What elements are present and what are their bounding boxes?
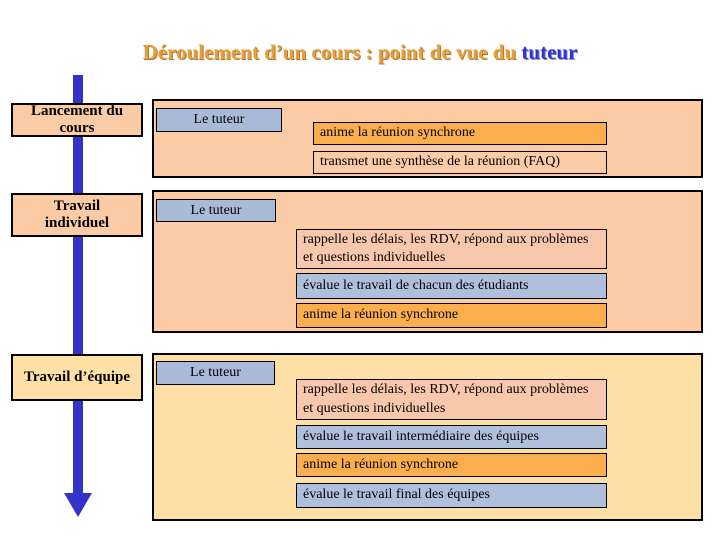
- timeline-arrow-head-icon: [64, 493, 92, 517]
- action-box-anime-reunion-2: anime la réunion synchrone: [296, 303, 607, 328]
- actor-label: Le tuteur: [190, 202, 242, 218]
- action-box-anime-reunion-1: anime la réunion synchrone: [313, 122, 607, 145]
- slide-title-highlight: tuteur: [521, 40, 578, 64]
- action-label: transmet une synthèse de la réunion (FAQ…: [320, 154, 561, 170]
- action-label: anime la réunion synchrone: [320, 125, 476, 141]
- slide-title-main: Déroulement d’un cours : point de vue du: [142, 40, 517, 64]
- action-label: rappelle les délais, les RDV, répond aux…: [303, 231, 589, 265]
- actor-label: Le tuteur: [190, 365, 241, 380]
- action-label: évalue le travail intermédiaire des équi…: [303, 428, 539, 444]
- actor-label: Le tuteur: [193, 112, 245, 127]
- phase-label-text: Travail d’équipe: [24, 369, 130, 386]
- action-label: rappelle les délais, les RDV, répond aux…: [303, 382, 589, 416]
- actor-box-tuteur-1: Le tuteur: [156, 108, 282, 132]
- action-box-anime-reunion-3: anime la réunion synchrone: [296, 453, 607, 477]
- action-box-rappelle-delais-1: rappelle les délais, les RDV, répond aux…: [296, 229, 607, 269]
- phase-label-lancement-du-cours: Lancement du cours: [11, 103, 143, 137]
- phase-label-text: Lancement du cours: [30, 103, 124, 136]
- action-box-rappelle-delais-2: rappelle les délais, les RDV, répond aux…: [296, 379, 607, 420]
- action-box-evalue-intermediaire: évalue le travail intermédiaire des équi…: [296, 425, 607, 449]
- action-box-transmet-synthese: transmet une synthèse de la réunion (FAQ…: [313, 151, 607, 174]
- actor-box-tuteur-2: Le tuteur: [156, 199, 276, 222]
- action-box-evalue-final: évalue le travail final des équipes: [296, 483, 607, 508]
- slide-title: Déroulement d’un cours : point de vue du…: [0, 40, 720, 65]
- action-label: évalue le travail de chacun des étudiant…: [303, 277, 529, 293]
- phase-label-travail-individuel: Travail individuel: [11, 193, 143, 237]
- phase-label-travail-equipe: Travail d’équipe: [11, 354, 143, 401]
- action-box-evalue-chacun: évalue le travail de chacun des étudiant…: [296, 273, 607, 299]
- action-label: anime la réunion synchrone: [303, 456, 459, 472]
- action-label: anime la réunion synchrone: [303, 307, 459, 323]
- phase-label-text: Travail individuel: [44, 198, 110, 231]
- actor-box-tuteur-3: Le tuteur: [156, 361, 275, 385]
- timeline-arrow-line: [73, 75, 83, 495]
- action-label: évalue le travail final des équipes: [303, 487, 490, 503]
